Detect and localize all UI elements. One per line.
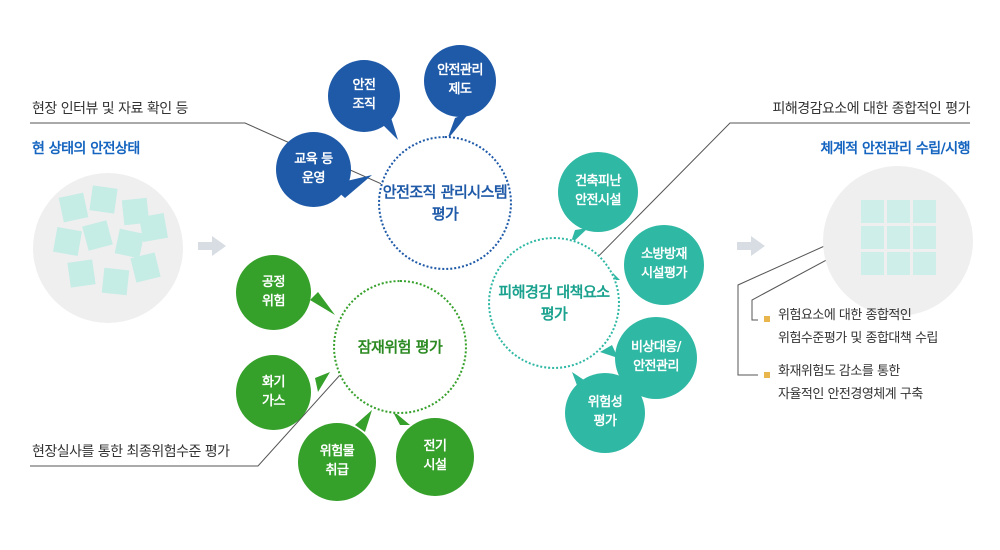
center-label-line: 평가: [431, 205, 459, 223]
bubble-label: 조직: [352, 97, 376, 112]
right-heading: 체계적 안전관리 수립/시행: [820, 141, 970, 157]
arrow-right-icon: [737, 236, 765, 256]
bubble-label: 위험성: [587, 395, 623, 411]
bubble-label: 안전시설: [575, 193, 621, 208]
list-item-line: 위험요소에 대한 종합적인: [778, 308, 912, 323]
bullet-icon: [764, 316, 770, 322]
arrow-right-icon: [198, 236, 226, 256]
center-label-line: 피해경감: [498, 282, 552, 301]
bubble-label: 공정: [262, 274, 285, 290]
bubble-label: 위험: [262, 293, 285, 309]
bubble-label: 가스: [262, 393, 285, 409]
bubble-label: 위험물: [319, 444, 355, 460]
scattered-notes-icon: [33, 173, 183, 323]
bubble-label: 안전: [352, 78, 376, 94]
potential-risk-center: 잠재위험 평가: [333, 280, 467, 414]
safety-org-center: 안전조직 관리시스템 평가: [378, 136, 512, 270]
list-item-line: 자율적인 안전경영체계 구축: [778, 386, 923, 402]
list-item-line: 위험수준평가 및 종합대책 수립: [778, 330, 938, 346]
bubble-label: 전기: [423, 439, 447, 455]
center-label-line: 잠재위험 평가: [357, 337, 443, 356]
bubble-label: 안전관리: [437, 63, 483, 79]
bullet-icon: [764, 372, 770, 378]
bubble-label: 시설: [423, 458, 447, 473]
bubble-label: 안전관리: [633, 359, 679, 374]
right-list-item: 화재위험도 감소를 통한 자율적인 안전경영체계 구축: [778, 361, 923, 407]
bubble-label: 건축피난: [575, 174, 621, 190]
left-heading: 현 상태의 안전상태: [32, 141, 140, 157]
center-label-line: 대책요소 평가: [540, 282, 610, 324]
damage-mitigation-center: 피해경감 대책요소 평가: [488, 237, 620, 369]
bubble-label: 시설평가: [641, 266, 687, 281]
bubble-label: 운영: [302, 170, 325, 186]
list-item-line: 화재위험도 감소를 통한: [778, 364, 900, 379]
left-top-note: 현장 인터뷰 및 자료 확인 등: [32, 101, 188, 117]
grid-notes-icon: [823, 166, 973, 316]
center-label-line: 안전조직: [382, 182, 437, 201]
bubble-emergency-response: 비상대응/안전관리: [615, 317, 697, 399]
bubble-label: 평가: [593, 414, 617, 429]
bubble-label: 교육 등: [294, 151, 333, 167]
center-label-line: 관리시스템: [440, 182, 508, 201]
left-bottom-note: 현장실사를 통한 최종위험수준 평가: [32, 444, 230, 460]
bubble-label: 화기: [262, 374, 285, 390]
right-list-item: 위험요소에 대한 종합적인 위험수준평가 및 종합대책 수립: [778, 305, 938, 351]
right-top-note: 피해경감요소에 대한 종합적인 평가: [772, 101, 970, 117]
bubble-label: 소방방재: [641, 247, 687, 263]
bubble-label: 비상대응/: [630, 340, 682, 356]
bubble-label: 제도: [448, 82, 472, 97]
bubble-label: 취급: [325, 463, 349, 478]
